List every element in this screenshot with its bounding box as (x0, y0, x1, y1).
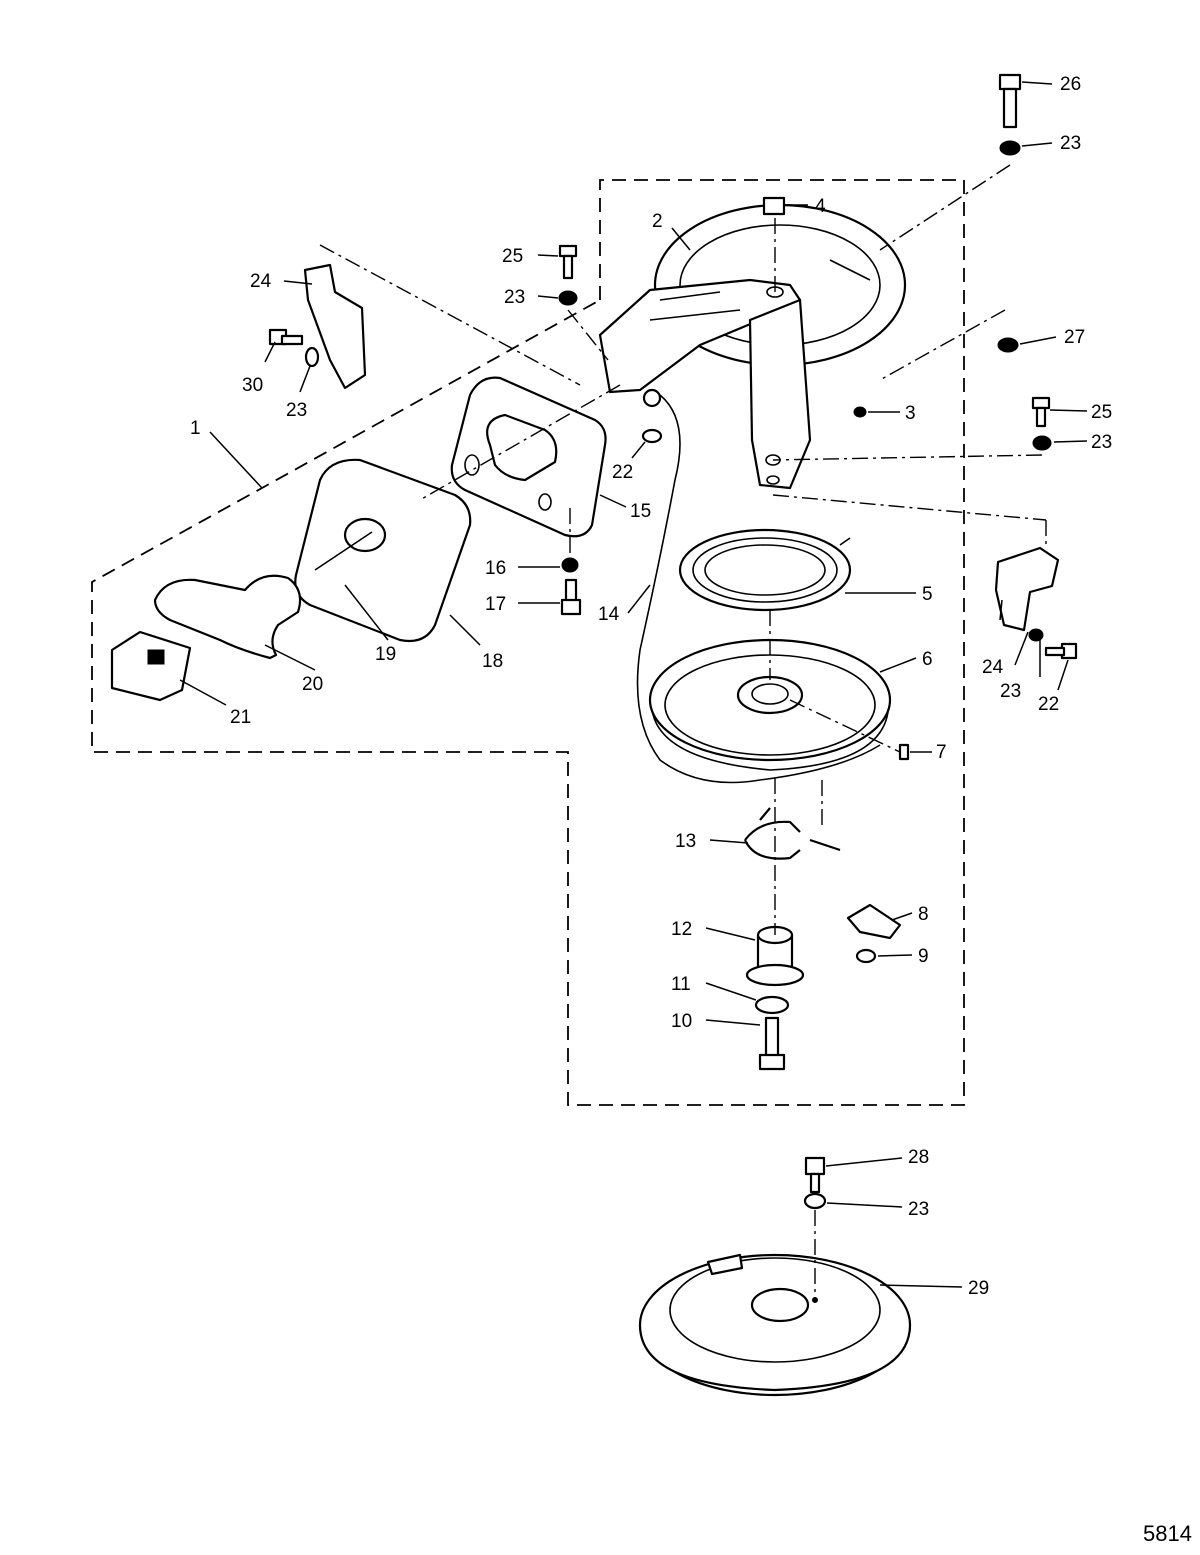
callout-30: 30 (242, 375, 263, 396)
callout-21: 21 (230, 707, 251, 728)
callout-24b: 24 (982, 657, 1004, 678)
callout-labels: 1 2 3 4 5 6 7 8 9 10 11 12 13 14 15 16 1… (190, 74, 1112, 1299)
bolt-10 (758, 1016, 786, 1071)
callout-15: 15 (630, 501, 651, 522)
callout-29: 29 (968, 1278, 989, 1299)
cover-plate (450, 376, 607, 538)
callout-12: 12 (671, 919, 692, 940)
callout-7: 7 (936, 742, 947, 763)
callout-28: 28 (908, 1147, 929, 1168)
callout-17: 17 (485, 594, 506, 615)
callout-1: 1 (190, 418, 201, 439)
callout-5: 5 (922, 584, 933, 605)
callout-23f: 23 (908, 1199, 929, 1220)
callout-16: 16 (485, 558, 506, 579)
callout-24: 24 (250, 271, 272, 292)
callout-6: 6 (922, 649, 933, 670)
callout-19: 19 (375, 644, 396, 665)
spring-clip (743, 807, 841, 860)
callout-25: 25 (502, 246, 523, 267)
bushing (745, 925, 805, 987)
starter-cup (638, 1253, 912, 1397)
callout-leaders (179, 81, 1088, 1288)
callout-25b: 25 (1091, 402, 1112, 423)
callout-9: 9 (918, 946, 929, 967)
mounting-bracket-right (994, 546, 1060, 632)
mounting-bracket-left (303, 263, 367, 390)
figure-number: 5814 (1143, 1521, 1192, 1546)
callout-22b: 22 (1038, 694, 1059, 715)
callout-18: 18 (482, 651, 503, 672)
starter-rope (636, 394, 881, 784)
callout-11: 11 (671, 974, 691, 995)
callout-3: 3 (905, 403, 916, 424)
callout-26: 26 (1060, 74, 1081, 95)
callout-23: 23 (1060, 133, 1081, 154)
callout-20: 20 (302, 674, 323, 695)
pawl (846, 903, 902, 940)
callout-13: 13 (675, 831, 696, 852)
rewind-spring (678, 528, 852, 612)
callout-22: 22 (612, 462, 633, 483)
callout-23e: 23 (1000, 681, 1021, 702)
callout-23c: 23 (286, 400, 307, 421)
callout-14: 14 (598, 604, 620, 625)
callout-10: 10 (671, 1011, 692, 1032)
rope-pulley (648, 638, 892, 771)
callout-23d: 23 (1091, 432, 1112, 453)
callout-27: 27 (1064, 327, 1085, 348)
washer-11 (754, 995, 790, 1015)
callout-4: 4 (815, 196, 826, 217)
starter-housing (598, 203, 907, 490)
callout-2: 2 (652, 211, 663, 232)
callout-23b: 23 (504, 287, 525, 308)
alignment-lines (319, 164, 1047, 1300)
callout-8: 8 (918, 904, 929, 925)
fasteners (268, 73, 1078, 1210)
assembly-boundary (91, 179, 965, 1106)
starter-handle (110, 531, 373, 702)
